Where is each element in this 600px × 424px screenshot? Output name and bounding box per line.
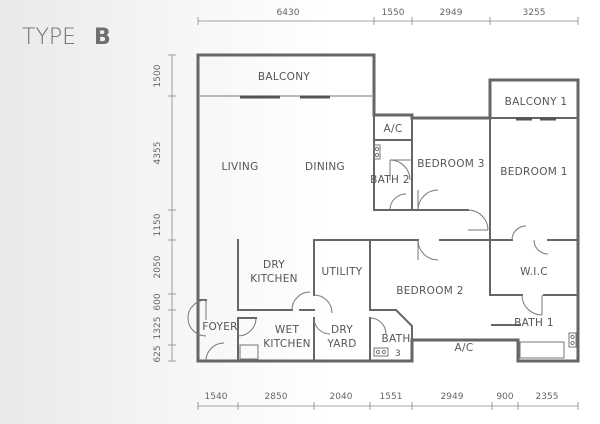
room-dry-yard-line-2: YARD [326, 338, 356, 350]
dim-left-7: 625 [153, 345, 163, 362]
dim-top-2: 1550 [382, 8, 405, 18]
dim-left-2: 4355 [153, 142, 163, 165]
dim-left-4: 2050 [153, 255, 163, 278]
room-wic: W.I.C [520, 266, 548, 278]
room-bath-1: BATH 1 [514, 317, 554, 329]
dim-bottom-3: 2040 [330, 392, 353, 402]
room-ac-top: A/C [384, 123, 403, 135]
dim-left-6: 1325 [153, 317, 163, 340]
dim-bottom-1: 1540 [205, 392, 228, 402]
room-bedroom-2: BEDROOM 2 [396, 285, 464, 297]
room-dry-kitchen-line-1: DRY [263, 259, 285, 271]
room-wet-kitchen-line-2: KITCHEN [263, 338, 311, 350]
room-dry-kitchen-line-2: KITCHEN [250, 273, 298, 285]
room-balcony: BALCONY [258, 71, 310, 83]
bottom-dimension-line: 1540 2850 2040 1551 2949 900 2355 [197, 392, 579, 410]
dim-top-1: 6430 [277, 8, 300, 18]
dim-left-5: 600 [153, 293, 163, 310]
dim-left-1: 1500 [153, 64, 163, 87]
dim-bottom-7: 2355 [536, 392, 559, 402]
room-living: LIVING [221, 161, 258, 173]
dim-bottom-2: 2850 [265, 392, 288, 402]
left-dimension-line: 1500 4355 1150 2050 600 1325 625 [153, 54, 176, 363]
room-wet-kitchen-line-1: WET [275, 324, 300, 336]
room-dining: DINING [305, 161, 345, 173]
dim-top-4: 3255 [523, 8, 546, 18]
door-swings [187, 159, 549, 362]
top-dimension-line: 6430 1550 2949 3255 [197, 8, 579, 25]
room-foyer: FOYER [202, 321, 238, 333]
dim-bottom-6: 900 [496, 392, 513, 402]
room-utility: UTILITY [321, 266, 362, 278]
room-bath-3-line-1: BATH [381, 333, 410, 345]
bathroom-fixtures [239, 144, 577, 360]
dim-left-3: 1150 [153, 213, 163, 236]
room-bath-3-line-2: 3 [395, 349, 401, 359]
room-bath-2: BATH 2 [370, 174, 410, 186]
room-bedroom-3: BEDROOM 3 [417, 158, 485, 170]
room-dry-yard-line-1: DRY [331, 324, 353, 336]
plan-title-variant: B [94, 25, 111, 50]
dim-top-3: 2949 [440, 8, 463, 18]
room-ac-bottom: A/C [455, 342, 474, 354]
walls [196, 53, 580, 363]
dim-bottom-5: 2949 [441, 392, 464, 402]
room-bedroom-1: BEDROOM 1 [500, 166, 568, 178]
dim-bottom-4: 1551 [380, 392, 403, 402]
plan-title-type: TYPE [22, 25, 76, 50]
room-balcony-1: BALCONY 1 [505, 96, 568, 108]
